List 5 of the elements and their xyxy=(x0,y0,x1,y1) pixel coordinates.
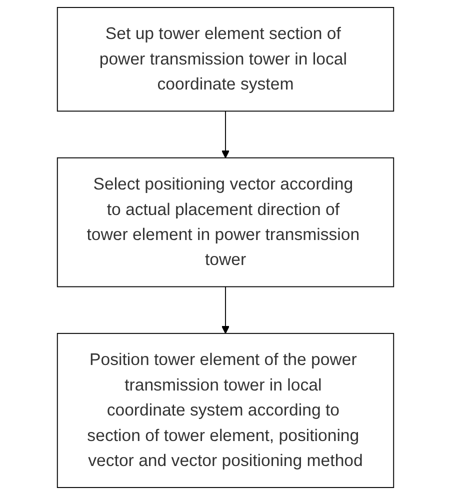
arrow xyxy=(221,110,230,158)
node-box: Select positioning vector according to actual placement direction of tower element in power transmission tower xyxy=(56,157,394,288)
arrow xyxy=(221,286,230,334)
node-box: Set up tower element section of power transmission tower in local coordinate system xyxy=(56,7,394,112)
node-box: Position tower element of the power transmission tower in local coordinate system according to section of tower element, positioning vector and vector positioning method xyxy=(56,332,394,488)
